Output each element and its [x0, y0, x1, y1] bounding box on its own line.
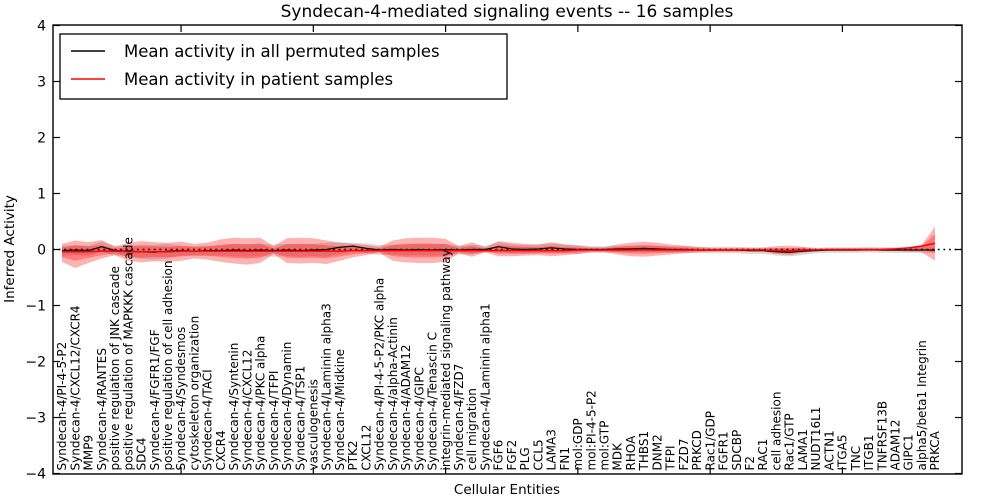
axis-ticks — [53, 24, 962, 475]
x-category-label: GIPC1 — [902, 434, 916, 470]
x-category-label: Syndecan-4/FZD7 — [452, 364, 466, 471]
x-category-label: LAMA1 — [796, 429, 810, 470]
x-category-label: Syndecan-4/Laminin alpha3 — [320, 303, 334, 470]
x-category-label: ACTN1 — [822, 430, 836, 470]
y-tick-label: 4 — [37, 19, 46, 35]
legend-label-patient: Mean activity in patient samples — [124, 70, 393, 89]
x-category-label: Syndecan-4/RANTES — [95, 348, 109, 470]
x-category-label: alpha5/beta1 Integrin — [915, 340, 929, 470]
x-category-label: CCL5 — [531, 439, 545, 470]
x-category-label: Syndecan-4/CXCL12/CXCR4 — [68, 305, 82, 470]
x-category-label: Syndecan-4/PKC alpha — [254, 336, 268, 471]
x-category-label: PRKCA — [928, 430, 942, 470]
x-category-label: PRKCD — [690, 430, 704, 470]
x-category-label: F2 — [743, 456, 757, 471]
y-tick-label: −2 — [25, 355, 46, 371]
x-category-label: THBS1 — [637, 431, 651, 472]
chart-title: Syndecan-4-mediated signaling events -- … — [281, 2, 734, 22]
x-category-label: mol:GTP — [598, 421, 612, 471]
x-category-label: RAC1 — [756, 439, 770, 471]
x-category-label: NUDT16L1 — [809, 407, 823, 471]
y-tick-label: −4 — [25, 467, 46, 483]
y-tick-label: 0 — [37, 243, 46, 259]
series-lines — [61, 242, 936, 253]
x-category-label: Syndecan-4/PI-4-5-P2/PKC alpha — [373, 278, 387, 471]
x-category-label: mol:GDP — [571, 418, 585, 470]
x-category-label: RHOA — [624, 435, 638, 471]
x-category-label: positive regulation of MAPKKK cascade — [121, 237, 135, 470]
x-category-label: Syndecan-4/TFPI — [267, 371, 281, 471]
x-category-label: TFPI — [664, 445, 678, 471]
x-category-label: SDCBP — [730, 430, 744, 471]
x-category-label: FZD7 — [677, 439, 691, 471]
x-category-label: Rac1/GDP — [703, 411, 717, 470]
x-category-label: TNFRSF13B — [875, 401, 889, 472]
x-category-label: positive regulation of cell adhesion — [161, 261, 175, 471]
x-category-label: Syndecan-4/FGFR1/FGF — [148, 329, 162, 470]
x-category-label: ADAM12 — [889, 419, 903, 470]
x-category-label: Syndecan-4/GIPC — [412, 367, 426, 470]
band-patient-inner — [62, 234, 935, 261]
x-category-label: FN1 — [558, 447, 572, 471]
x-category-label: Syndecan-4/Syndesmos — [174, 327, 188, 471]
y-axis-label: Inferred Activity — [2, 195, 18, 303]
x-category-label: Rac1/GTP — [783, 413, 797, 470]
x-category-label: Syndecan-4/Dynamin — [280, 342, 294, 471]
x-category-label: positive regulation of JNK cascade — [108, 266, 122, 470]
x-category-label: TNC — [849, 446, 863, 472]
x-category-label: cell migration — [465, 388, 479, 470]
x-category-label: Syndecan-4/TSP1 — [293, 366, 307, 471]
x-category-label: Syndecan-4/Syntenin — [227, 343, 241, 471]
patient-mean-line — [62, 242, 936, 253]
legend: Mean activity in all permuted samples Me… — [59, 33, 508, 100]
x-category-label: MMP9 — [82, 435, 96, 471]
x-category-label: CXCR4 — [214, 430, 228, 470]
x-category-label: Syndecan-4/TACI — [201, 369, 215, 470]
y-tick-labels: 4 3 2 1 0 −1 −2 −3 −4 — [25, 19, 46, 483]
x-category-label: Syndecan-4/alpha-Actinin — [386, 317, 400, 470]
x-category-label: LAMA3 — [545, 429, 559, 470]
x-category-label: Syndecan-4/Laminin alpha1 — [478, 303, 492, 470]
x-category-label: PLG — [518, 447, 532, 470]
x-category-label: DNM2 — [650, 434, 664, 470]
x-category-label: cytoskeleton organization — [187, 316, 201, 471]
x-category-label: FGF2 — [505, 440, 519, 471]
legend-box — [59, 33, 508, 100]
y-tick-label: −3 — [25, 411, 46, 427]
x-category-label: ITGB1 — [862, 434, 876, 470]
x-category-label: cell adhesion — [769, 392, 783, 471]
x-category-label: PTK2 — [346, 440, 360, 470]
x-category-label: CXCL12 — [359, 424, 373, 470]
x-category-label: Syndecan-4/Midkine — [333, 349, 347, 470]
x-category-label: mol:PI-4-5-P2 — [584, 390, 598, 470]
x-category-label: Syndecan-4/PI-4-5-P2 — [55, 342, 69, 471]
x-category-label: FGF6 — [492, 440, 506, 471]
x-category-label: vasculogenesis — [307, 379, 321, 470]
x-category-label: MDK — [611, 442, 625, 471]
x-category-label: Syndecan-4/CXCL12 — [240, 350, 254, 471]
x-category-label: ITGA5 — [836, 434, 850, 470]
x-category-label: Syndecan-4/Tenascin C — [426, 332, 440, 471]
x-category-label: FGFR1 — [717, 431, 731, 470]
x-category-label: SDC4 — [135, 438, 149, 471]
x-category-label: integrin-mediated signaling pathway — [439, 249, 453, 470]
y-tick-label: −1 — [25, 299, 46, 315]
x-category-label: Syndecan-4/ADAM12 — [399, 345, 413, 471]
y-tick-label: 2 — [37, 131, 46, 147]
legend-label-permuted: Mean activity in all permuted samples — [124, 42, 440, 61]
x-axis-label: Cellular Entities — [454, 482, 560, 498]
y-tick-label: 3 — [37, 75, 46, 91]
y-tick-label: 1 — [37, 187, 46, 203]
